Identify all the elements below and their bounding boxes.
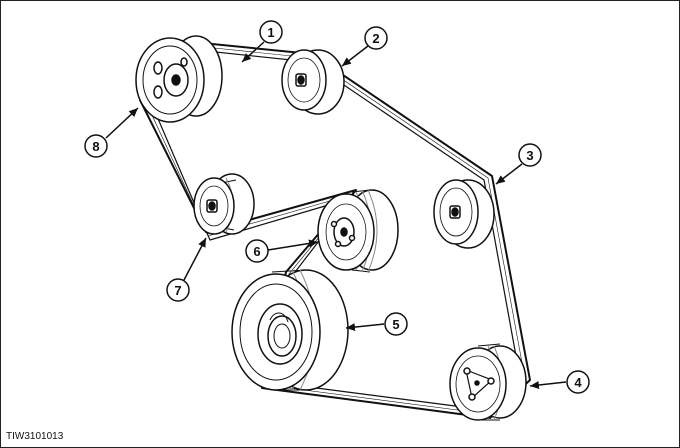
- callout-4-label: 4: [574, 375, 582, 390]
- pulley-7: [193, 173, 255, 235]
- callout-2-label: 2: [372, 31, 379, 46]
- pulley-6: [317, 189, 399, 273]
- pulley-5: [231, 269, 349, 391]
- callout-4: 4: [529, 370, 590, 394]
- callout-7: 7: [166, 237, 207, 302]
- pulley-8: [135, 35, 223, 123]
- callout-1-label: 1: [267, 25, 274, 40]
- callout-1: 1: [241, 20, 283, 63]
- callout-8-label: 8: [92, 139, 99, 154]
- pulley-2: [281, 49, 345, 115]
- callout-5: 5: [345, 312, 408, 336]
- pulley-4: [449, 343, 527, 421]
- callout-5-label: 5: [392, 317, 399, 332]
- callout-3: 3: [495, 143, 542, 185]
- callout-6-label: 6: [253, 244, 260, 259]
- callout-2: 2: [341, 26, 388, 67]
- figure-caption: TIW3101013: [6, 431, 64, 442]
- callout-6: 6: [245, 239, 319, 263]
- callout-3-label: 3: [526, 148, 533, 163]
- pulley-3: [433, 179, 495, 249]
- belt-outer-edge: [139, 39, 531, 419]
- callout-8: 8: [84, 107, 139, 158]
- callout-7-label: 7: [174, 283, 181, 298]
